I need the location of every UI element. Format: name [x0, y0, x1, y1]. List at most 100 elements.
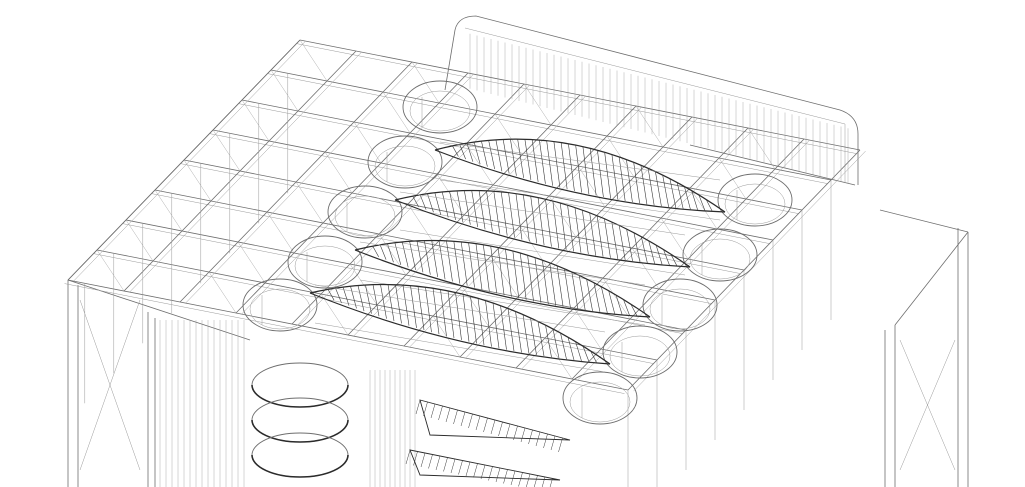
lens-hatch — [578, 275, 586, 311]
circular-light-wells — [242, 80, 793, 478]
lens-hatch — [387, 284, 395, 322]
lower-void-hatch — [520, 427, 526, 443]
lens-hatch — [464, 190, 471, 225]
lower-void-hatch — [526, 473, 531, 487]
light-well-ellipse — [409, 90, 471, 132]
lens-edge-top — [394, 189, 691, 268]
lens-hatch — [676, 182, 684, 209]
lens-hatch — [394, 242, 402, 265]
cell-diagonal — [183, 159, 212, 202]
light-well-ellipse — [327, 185, 403, 239]
lens-hatch — [488, 140, 495, 170]
cell-diagonal — [411, 61, 440, 104]
grid-line-u — [64, 283, 625, 394]
lower-void-hatch — [435, 455, 441, 471]
cell-diagonal — [465, 143, 494, 186]
grid-line-v — [409, 106, 642, 348]
lens-hatch — [327, 289, 335, 301]
lens-edge-bottom — [354, 249, 651, 318]
lens-hatch — [560, 332, 567, 360]
lens-hatch — [537, 197, 545, 246]
lens-hatch — [618, 156, 626, 201]
lower-void-hatch — [430, 403, 436, 419]
lower-void-hatch — [475, 415, 481, 431]
lower-void-hatch — [498, 421, 503, 437]
cell-diagonal — [241, 99, 270, 142]
grid-line-v — [129, 51, 362, 293]
lens-hatch — [495, 139, 503, 172]
lower-void-hatch — [550, 435, 556, 451]
lens-hatch — [502, 139, 510, 174]
lower-void-hatch — [510, 470, 516, 486]
light-well-ellipse — [689, 238, 751, 280]
lens-hatch — [691, 190, 698, 211]
lens-hatch — [655, 244, 663, 265]
roof-grid — [64, 39, 866, 394]
lens-hatch — [478, 190, 486, 230]
lens-hatch — [633, 162, 640, 204]
lens-hatch — [523, 194, 530, 242]
lens-hatch — [527, 255, 534, 302]
lens-hatch — [549, 262, 556, 306]
lower-void-hatch — [480, 464, 486, 480]
lens-hatch — [409, 241, 416, 270]
light-well-ellipse — [642, 278, 718, 332]
lower-void-hatch — [465, 461, 471, 477]
cell-diagonal — [154, 189, 183, 232]
lens-hatch — [705, 199, 713, 212]
lens-hatch — [441, 191, 449, 218]
vertical-shafts — [84, 33, 849, 487]
light-well-ellipse — [287, 235, 363, 289]
lens-hatch — [582, 146, 590, 195]
light-well-ellipse — [374, 145, 436, 187]
lens-hatch — [493, 191, 501, 234]
light-well-ellipse — [609, 335, 671, 377]
lower-void-hatch — [528, 429, 533, 445]
light-well-ellipse — [249, 288, 311, 330]
lens-hatch — [449, 191, 456, 220]
lens-hatch — [582, 210, 589, 255]
lens-shaped-skylight-voids — [309, 138, 726, 373]
lens-guide — [399, 191, 686, 236]
lens-hatch — [416, 240, 424, 273]
lens-hatch — [630, 303, 638, 316]
lens-hatch — [453, 241, 461, 284]
lens-hatch — [500, 305, 507, 350]
lens-hatch — [401, 241, 409, 268]
lens-hatch — [440, 289, 447, 337]
lens-hatch — [545, 199, 552, 247]
cell-diagonal — [407, 203, 436, 246]
lens-hatch — [575, 145, 582, 193]
cell-diagonal — [237, 241, 266, 284]
lens-hatch — [455, 292, 462, 340]
right-tower-block — [879, 209, 969, 487]
lens-guide — [359, 241, 646, 286]
cell-diagonal — [353, 121, 382, 164]
lower-void-hatch — [458, 460, 463, 475]
lens-hatch — [365, 284, 372, 314]
cell-diagonal — [270, 69, 299, 112]
lens-edge-bottom — [309, 292, 611, 365]
lens-hatch — [380, 284, 387, 319]
lens-edge-bottom — [434, 149, 726, 213]
lens-hatch — [515, 311, 522, 353]
lens-hatch — [477, 298, 485, 346]
lower-cylinder-shadow — [251, 419, 349, 443]
lens-hatch — [604, 152, 611, 199]
cell-diagonal — [212, 129, 241, 172]
lens-hatch — [611, 221, 619, 260]
lens-hatch — [427, 193, 434, 213]
lower-void-hatch — [518, 472, 523, 487]
cell-diagonal — [490, 255, 519, 298]
lens-guide — [439, 179, 721, 221]
lens-hatch — [552, 200, 560, 249]
lens-hatch — [507, 308, 515, 352]
lens-hatch — [483, 244, 490, 292]
lower-floor-voids — [405, 399, 571, 487]
cell-diagonal — [461, 285, 490, 328]
lens-hatch — [531, 139, 539, 182]
lower-void-hatch — [505, 423, 511, 439]
grid-line-v — [353, 95, 586, 337]
cell-diagonal — [606, 135, 635, 178]
lower-void-hatch — [450, 458, 456, 474]
